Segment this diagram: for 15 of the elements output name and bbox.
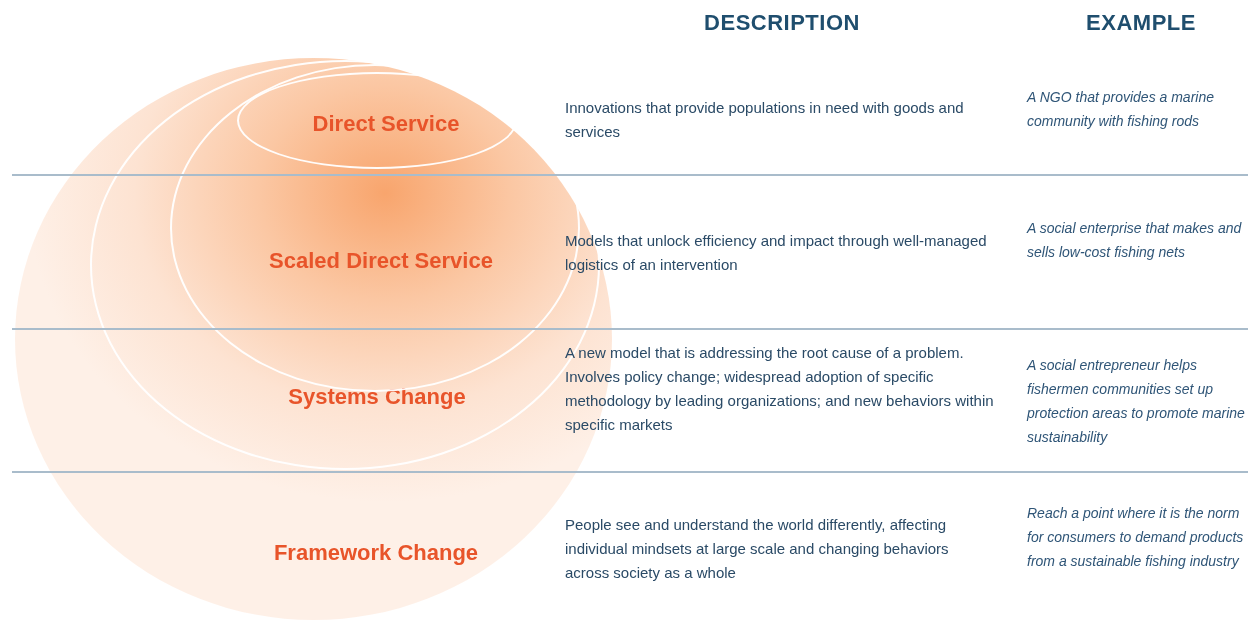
column-header: EXAMPLE	[1086, 10, 1196, 36]
description-text: Models that unlock efficiency and impact through well-managed logistics of an intervention	[565, 231, 988, 275]
ellipse	[237, 72, 517, 169]
description-text: A new model that is addressing the root cause of a problem. Involves policy change; widespread adoption of specific methodology by leading organizations; and new behaviors within specific markets	[565, 343, 995, 435]
example-text: A social enterprise that makes and sells low-cost fishing nets	[1027, 219, 1243, 262]
stage-title: Systems Change	[288, 384, 466, 410]
example-text: Reach a point where it is the norm for consumers to demand products from a sustainable fishing industry	[1027, 504, 1245, 571]
stage-title: Framework Change	[273, 540, 479, 566]
description-text: People see and understand the world differently, affecting individual mindsets at large scale and changing behaviors across society as a whole	[565, 515, 950, 583]
example-text: A social entrepreneur helps fishermen communities set up protection areas to promote marine sustainability	[1027, 356, 1246, 447]
stage-title: Direct Service	[312, 111, 460, 137]
column-header: DESCRIPTION	[704, 10, 860, 36]
description-text: Innovations that provide populations in need with goods and services	[565, 98, 965, 142]
example-text: A NGO that provides a marine community with fishing rods	[1027, 88, 1215, 131]
stage-title: Scaled Direct Service	[269, 248, 493, 274]
